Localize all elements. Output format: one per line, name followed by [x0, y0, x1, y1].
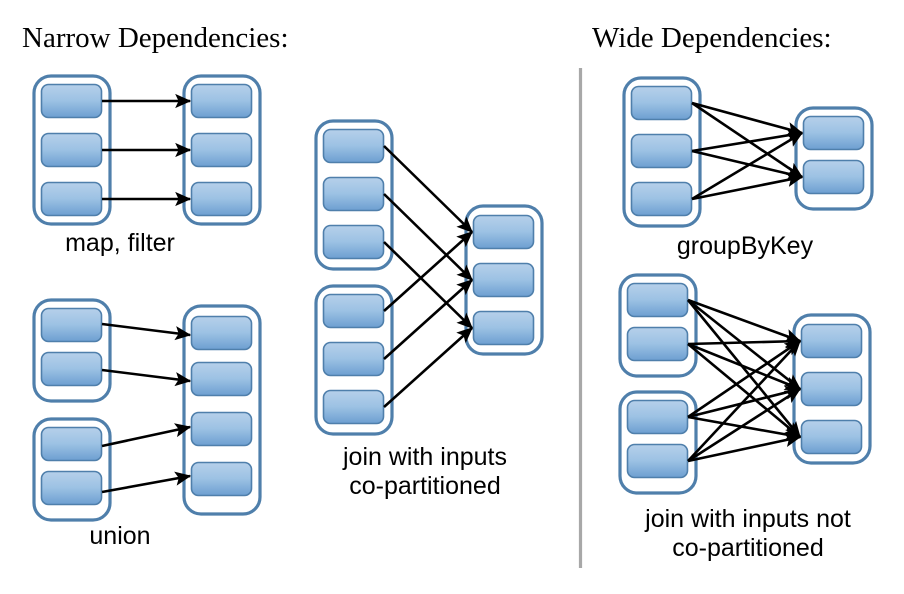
dependency-arrow	[686, 299, 802, 438]
dependency-arrow	[691, 149, 804, 181]
caption-join-not-copartitioned: join with inputs not co-partitioned	[645, 505, 851, 562]
partition-box	[322, 341, 385, 377]
dependency-arrow	[687, 415, 802, 442]
partition-box	[472, 310, 535, 346]
partition-box	[472, 214, 535, 250]
partition-box	[472, 262, 535, 298]
dependency-arrow	[687, 340, 801, 462]
partition-box	[322, 176, 385, 212]
dependency-arrow	[691, 101, 804, 179]
partition-box	[190, 315, 253, 351]
partition-box	[322, 389, 385, 425]
partition-box	[40, 426, 103, 462]
dependency-arrow	[383, 145, 473, 233]
partition-box	[630, 85, 693, 121]
dependency-arrow	[691, 172, 804, 201]
partition-box	[626, 443, 689, 479]
dependency-arrow	[383, 327, 473, 408]
dependency-arrow	[687, 385, 802, 419]
dependency-arrow	[687, 298, 802, 343]
partition-box	[322, 293, 385, 329]
partition-box	[190, 83, 253, 119]
dependency-arrow	[687, 298, 802, 391]
dependency-arrow	[383, 279, 473, 360]
caption-join-copartitioned: join with inputs co-partitioned	[343, 443, 507, 500]
diagram-group-by-key	[622, 76, 874, 228]
partition-box	[322, 128, 385, 164]
partition-box	[626, 399, 689, 435]
partition-box	[630, 133, 693, 169]
partition-box	[40, 351, 103, 387]
partition-box	[190, 132, 253, 168]
partition-box	[802, 115, 865, 151]
partition-box	[40, 181, 103, 217]
dependency-arrow	[691, 101, 804, 136]
partition-box	[190, 361, 253, 397]
partition-box	[40, 307, 103, 343]
dependency-arrow	[687, 387, 802, 463]
partition-box	[800, 323, 863, 359]
caption-group-by-key: groupByKey	[676, 232, 814, 260]
partition-box	[802, 159, 865, 195]
diagram-join-not-copartitioned	[618, 273, 872, 495]
dependency-arrow	[687, 334, 802, 349]
dependency-arrow	[691, 128, 804, 153]
partition-box	[800, 419, 863, 455]
dependency-arrow	[101, 368, 192, 387]
caption-union: union	[89, 522, 151, 550]
partition-box	[630, 181, 693, 217]
dependency-arrow	[687, 342, 801, 439]
partition-box	[190, 411, 253, 447]
partition-box	[626, 282, 689, 318]
dependency-arrow	[383, 241, 473, 329]
dependency-arrow	[101, 471, 192, 494]
partition-box	[40, 132, 103, 168]
caption-map-filter: map, filter	[65, 229, 175, 257]
dependency-arrow	[101, 322, 192, 341]
diagram-join-copartitioned	[314, 119, 544, 436]
dependency-arrow	[383, 193, 473, 281]
dependency-arrow	[687, 342, 802, 391]
partition-box	[40, 83, 103, 119]
dependency-arrow	[383, 231, 473, 312]
partition-box	[322, 224, 385, 260]
partition-box	[190, 461, 253, 497]
diagram-union	[32, 298, 262, 522]
partition-box	[800, 371, 863, 407]
narrow-dependencies-heading: Narrow Dependencies:	[22, 22, 289, 54]
dependency-arrow	[687, 339, 802, 419]
partition-box	[190, 181, 253, 217]
diagram-map-filter	[32, 74, 262, 226]
partition-box	[626, 326, 689, 362]
dependency-arrow	[101, 423, 192, 448]
partition-box	[40, 470, 103, 506]
wide-dependencies-heading: Wide Dependencies:	[592, 22, 832, 54]
dependency-arrow	[687, 433, 802, 463]
dependency-arrow	[691, 131, 804, 201]
